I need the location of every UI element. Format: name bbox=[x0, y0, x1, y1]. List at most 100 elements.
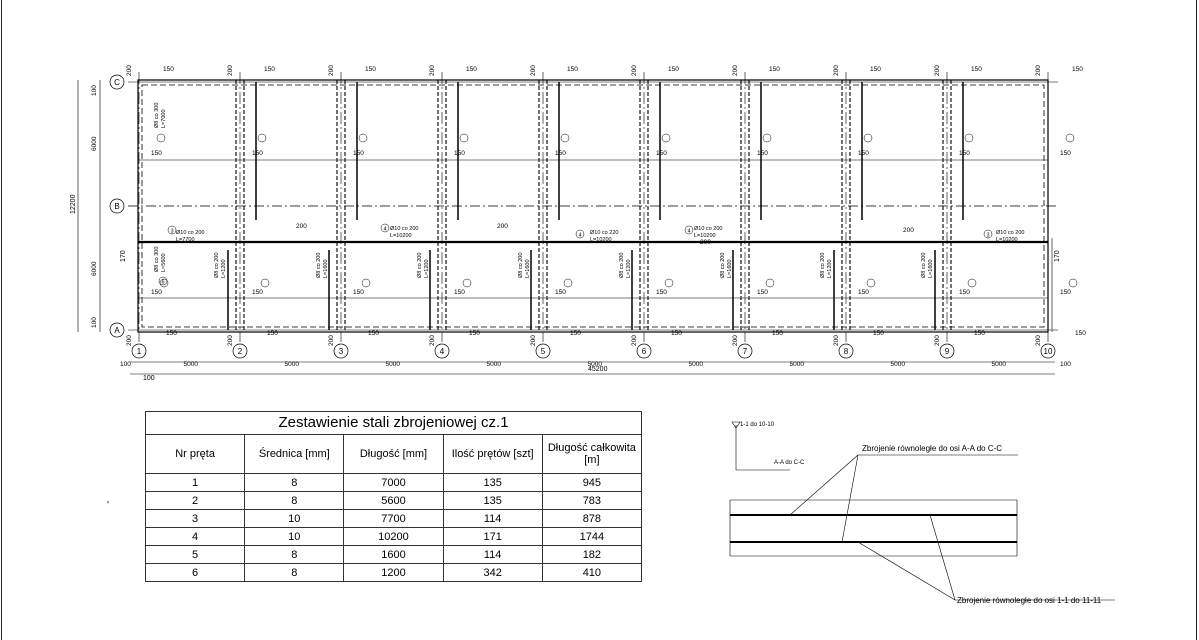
bar-marker bbox=[361, 278, 371, 288]
bar-marker bbox=[762, 133, 772, 143]
bar-marker bbox=[560, 133, 570, 143]
axis-number: 8 bbox=[844, 347, 849, 356]
dimension-200: 200 bbox=[833, 65, 840, 76]
bar-label: L=5600 bbox=[161, 253, 167, 272]
bar-marker-number: 4 bbox=[687, 229, 690, 235]
schedule-title: Zestawienie stali zbrojeniowej cz.1 bbox=[145, 411, 642, 435]
dimension-vertical-span: 6000 bbox=[91, 261, 98, 276]
dimension-200: 200 bbox=[530, 335, 537, 346]
dimension-vertical-span: 6000 bbox=[91, 136, 98, 151]
dimension-150: 150 bbox=[252, 150, 263, 157]
table-cell: 1 bbox=[144, 473, 246, 492]
bar-marker bbox=[158, 276, 168, 286]
dimension-200: 200 bbox=[429, 65, 436, 76]
dimension-200: 200 bbox=[903, 227, 914, 234]
bar-marker bbox=[167, 225, 177, 235]
frame-line-right bbox=[1196, 0, 1197, 640]
bar-marker bbox=[156, 133, 166, 143]
table-cell: 171 bbox=[442, 527, 543, 546]
dimension-150: 150 bbox=[971, 66, 982, 73]
dimension-left-vertical: 170 bbox=[120, 250, 127, 262]
dimension-bay: 5000 bbox=[184, 361, 199, 368]
table-cell: 5 bbox=[144, 545, 246, 564]
dimension-200: 200 bbox=[429, 335, 436, 346]
axis-bubble bbox=[434, 343, 450, 359]
dimension-150: 150 bbox=[555, 289, 566, 296]
dimension-150: 150 bbox=[959, 289, 970, 296]
dimension-bay: 5000 bbox=[285, 361, 300, 368]
bar-marker bbox=[964, 133, 974, 143]
bar-marker bbox=[257, 133, 267, 143]
dimension-150: 150 bbox=[959, 150, 970, 157]
dimension-150: 150 bbox=[252, 289, 263, 296]
bar-label: Ø8 co 200 bbox=[921, 253, 927, 278]
dimension-150: 150 bbox=[1072, 66, 1083, 73]
bar-marker-number: 6 bbox=[161, 280, 164, 286]
dimension-vertical-span: 100 bbox=[91, 317, 98, 328]
dimension-150: 150 bbox=[353, 289, 364, 296]
dimension-150: 150 bbox=[353, 150, 364, 157]
plan-outline bbox=[77, 79, 1058, 375]
dimension-150: 150 bbox=[267, 330, 278, 337]
dimension-bay: 5000 bbox=[992, 361, 1007, 368]
bar-label: L=1600 bbox=[928, 259, 934, 278]
axis-bubble bbox=[109, 322, 125, 338]
dimension-150: 150 bbox=[974, 330, 985, 337]
dimension-edge-right: 100 bbox=[1060, 361, 1071, 368]
bar-label: Ø10 co 220 bbox=[590, 230, 618, 236]
dimension-bay: 5000 bbox=[891, 361, 906, 368]
bar-marker bbox=[983, 229, 993, 239]
dimension-200: 200 bbox=[732, 335, 739, 346]
table-cell: 878 bbox=[541, 509, 643, 528]
table-cell: 10200 bbox=[343, 527, 444, 546]
bar-marker bbox=[358, 133, 368, 143]
axis-bubble bbox=[333, 343, 349, 359]
table-cell: 1744 bbox=[541, 527, 643, 546]
dimension-150: 150 bbox=[656, 289, 667, 296]
table-cell: 114 bbox=[442, 545, 543, 564]
table-cell: 4 bbox=[144, 527, 246, 546]
bar-label: Ø8 co 300 bbox=[154, 103, 160, 128]
bar-marker bbox=[967, 278, 977, 288]
bar-label: Ø8 co 200 bbox=[720, 253, 726, 278]
table-cell: 8 bbox=[244, 491, 345, 510]
dimension-200: 200 bbox=[934, 335, 941, 346]
axis-number: 4 bbox=[440, 347, 445, 356]
dimension-150: 150 bbox=[858, 289, 869, 296]
dimension-200: 200 bbox=[126, 335, 133, 346]
dimension-edge-left: 100 bbox=[120, 361, 131, 368]
bar-label: L=1200 bbox=[221, 259, 227, 278]
schedule-header-total-length: Długość całkowita [m] bbox=[541, 434, 643, 474]
table-cell: 10 bbox=[244, 509, 345, 528]
dimension-150: 150 bbox=[1075, 330, 1086, 337]
axis-number: 6 bbox=[642, 347, 647, 356]
dimension-bay: 5000 bbox=[487, 361, 502, 368]
axis-number: 3 bbox=[339, 347, 344, 356]
dimension-200: 200 bbox=[126, 65, 133, 76]
axis-number: 10 bbox=[1044, 347, 1053, 356]
dimension-150: 150 bbox=[668, 66, 679, 73]
bar-label: L=10200 bbox=[390, 233, 412, 239]
bar-marker bbox=[575, 229, 585, 239]
bar-marker bbox=[684, 225, 694, 235]
dimension-200: 200 bbox=[1035, 335, 1042, 346]
bar-label: L=1200 bbox=[827, 259, 833, 278]
axis-bubble bbox=[737, 343, 753, 359]
bar-label: Ø10 co 200 bbox=[390, 226, 418, 232]
dimension-200: 200 bbox=[497, 223, 508, 230]
bar-label: L=10200 bbox=[996, 237, 1018, 243]
dimension-150: 150 bbox=[555, 150, 566, 157]
table-cell: 7700 bbox=[343, 509, 444, 528]
bar-marker bbox=[380, 223, 390, 233]
axis-number: 1 bbox=[137, 347, 142, 356]
bar-marker bbox=[1068, 278, 1078, 288]
axis-number: 5 bbox=[541, 347, 546, 356]
dimension-150: 150 bbox=[151, 289, 162, 296]
bar-label: Ø10 co 200 bbox=[996, 230, 1024, 236]
schedule-header-bar-number: Nr pręta bbox=[144, 434, 246, 474]
steel-schedule-table: Zestawienie stali zbrojeniowej cz.1 Nr p… bbox=[144, 411, 643, 582]
table-cell: 8 bbox=[244, 473, 345, 492]
table-cell: 6 bbox=[144, 563, 246, 582]
schedule-header-diameter: Średnica [mm] bbox=[244, 434, 345, 474]
